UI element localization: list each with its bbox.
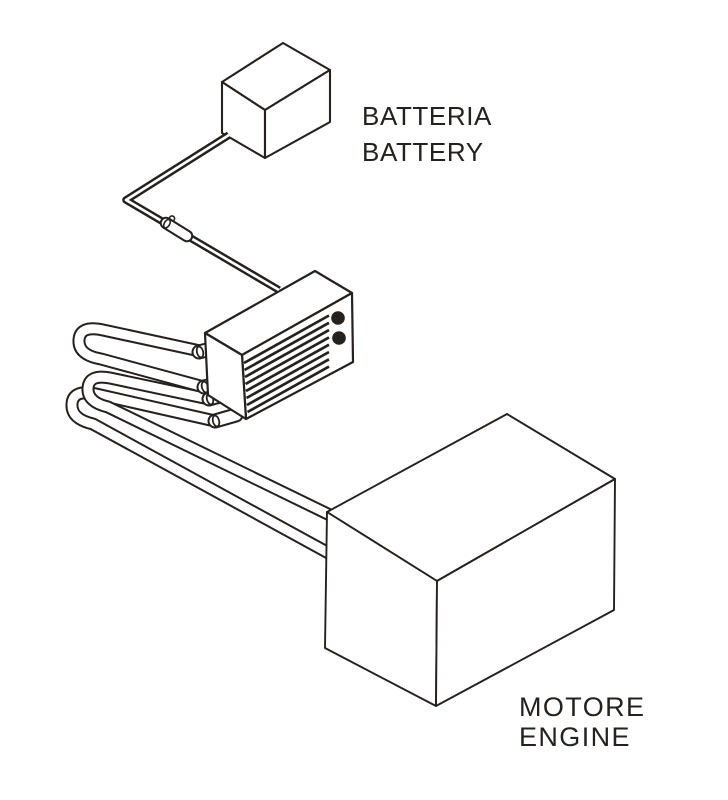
engine-block [324,413,616,707]
engine-label: MOTORE ENGINE [519,692,645,752]
indicator-leds [331,311,346,345]
unit-left-face [203,331,248,421]
vent-grille [243,314,330,414]
upper-hose-loop [72,322,206,394]
led-dot [331,311,345,325]
fuse-holder [159,215,194,243]
engine-right-face [435,478,616,707]
fuse-cap [162,218,172,229]
battery-right-face [263,68,332,160]
engine-label-italian: MOTORE [519,692,646,722]
engine-label-english: ENGINE [519,722,631,752]
fitting-cap [195,345,205,359]
battery-label-italian: BATTERIA [362,101,493,131]
control-unit [203,269,355,421]
battery-box [220,41,332,160]
led-dot [332,331,346,345]
lower-hose-outer-loop [65,386,338,562]
battery-label-english: BATTERY [362,137,484,167]
battery-label: BATTERIA BATTERY [362,98,492,170]
fitting-cap [211,414,221,428]
lower-hose-inner-loop [81,370,339,524]
battery-wire [122,131,281,294]
